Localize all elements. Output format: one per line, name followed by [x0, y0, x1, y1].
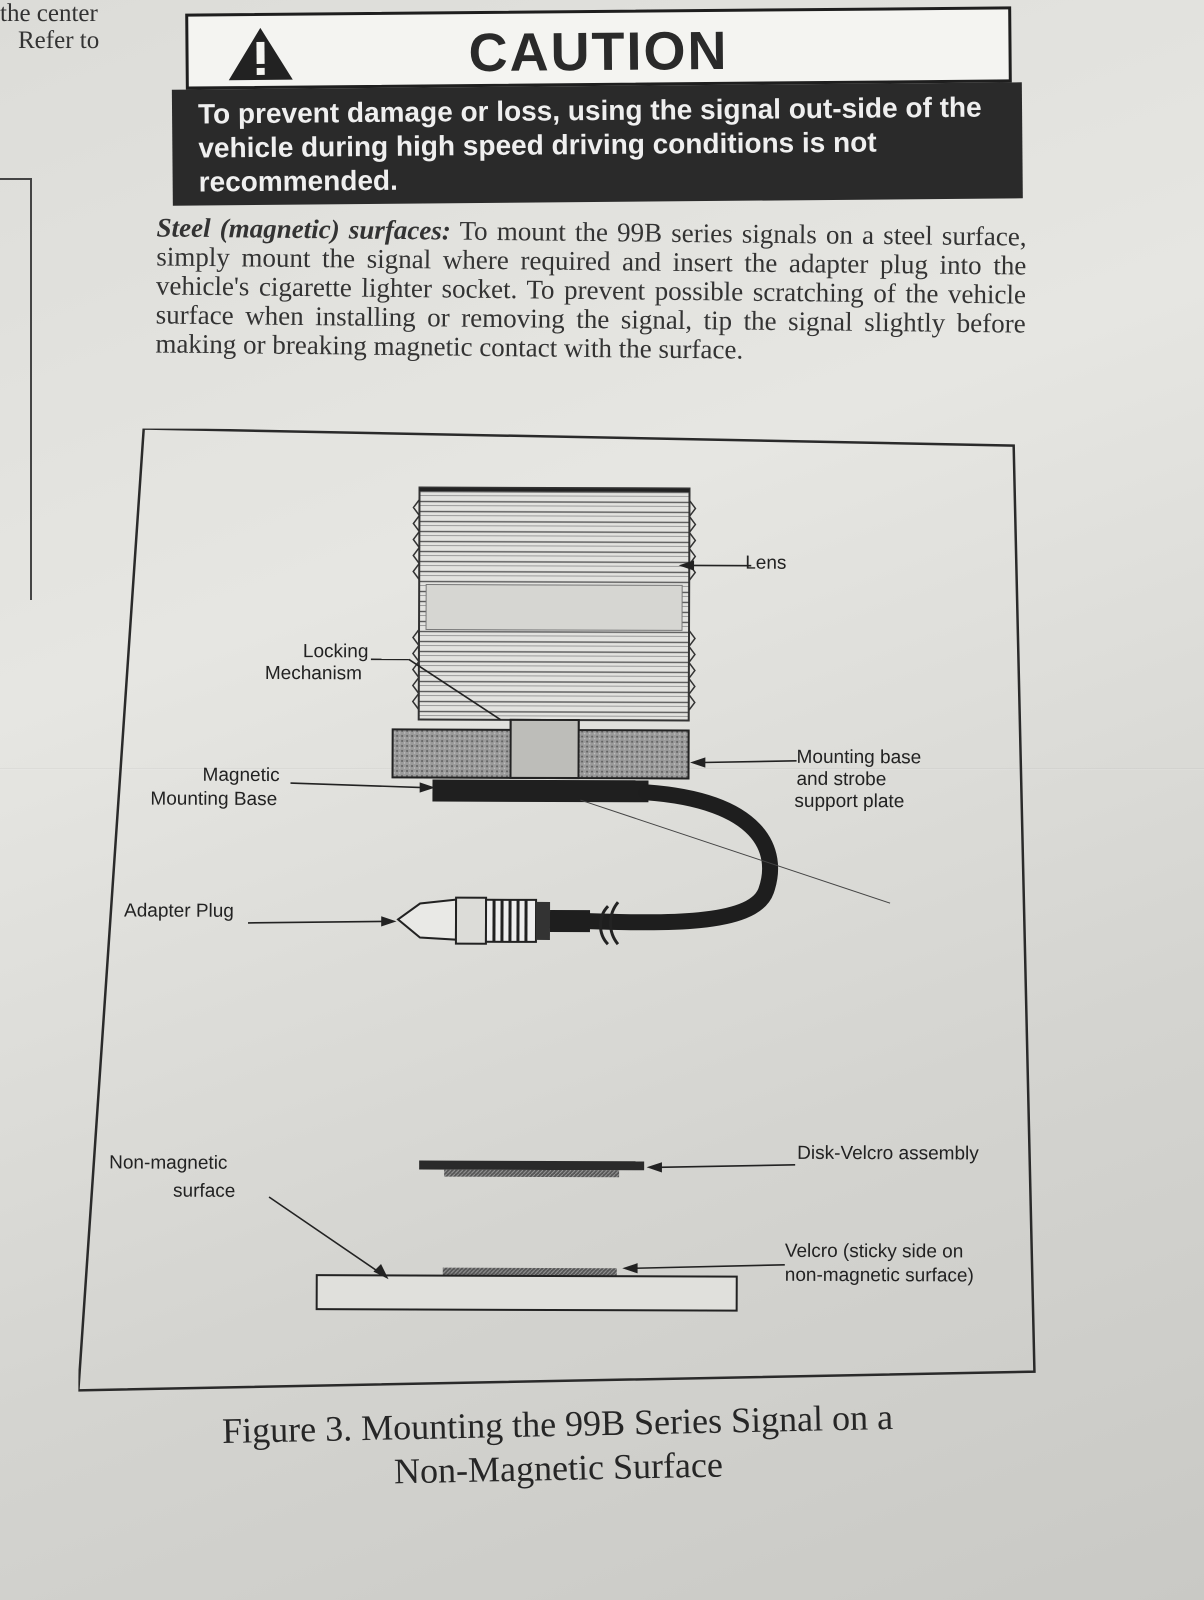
velcro-strip-shape: [442, 1267, 617, 1277]
magnetic-base-label-2: Mounting Base: [150, 788, 278, 811]
velcro-label-2: non-magnetic surface): [784, 1264, 974, 1287]
adapter-plug-label: Adapter Plug: [124, 900, 234, 922]
caution-text: To prevent damage or loss, using the sig…: [171, 82, 1023, 206]
locking-mechanism-label-1: Locking: [302, 641, 369, 663]
previous-column-text: the center Refer to: [0, 0, 99, 54]
adapter-plug-shape: [396, 896, 591, 945]
disk-velcro-label: Disk-Velcro assembly: [797, 1142, 979, 1165]
non-magnetic-surface-label-2: surface: [173, 1180, 236, 1202]
warning-triangle-icon: [228, 27, 293, 81]
locking-mechanism-label-2: Mechanism: [264, 662, 363, 685]
paragraph-lead: Steel (magnetic) surfaces:: [156, 212, 452, 246]
lens-shape: [411, 486, 697, 722]
magnetic-base-shape: [432, 779, 649, 803]
caution-title: CAUTION: [468, 20, 729, 84]
disk-velcro-shape: [419, 1160, 645, 1171]
mounting-base-label-1: Mounting base: [796, 746, 922, 769]
lens-label: Lens: [745, 552, 787, 574]
caution-box: CAUTION To prevent damage or loss, using…: [171, 6, 1023, 206]
figure-caption: Figure 3. Mounting the 99B Series Signal…: [177, 1394, 939, 1498]
previous-column-box: [0, 178, 32, 600]
figure-frame: [78, 428, 1036, 1392]
non-magnetic-surface-shape: [315, 1274, 738, 1312]
velcro-label-1: Velcro (sticky side on: [784, 1240, 964, 1263]
previous-column-line-1: the center: [0, 0, 98, 27]
mounting-base-label-2: and strobe: [796, 768, 887, 791]
previous-column-line-2: Refer to: [18, 27, 100, 54]
caution-header: CAUTION: [185, 6, 1012, 90]
non-magnetic-surface-label-1: Non-magnetic: [109, 1152, 228, 1174]
steel-surfaces-paragraph: Steel (magnetic) surfaces: To mount the …: [155, 212, 1026, 367]
figure-3: Lens Locking Mechanism Mounting base and…: [78, 428, 1041, 1416]
magnetic-base-label-1: Magnetic: [202, 764, 280, 787]
power-cord: [542, 784, 779, 931]
figure-drawing: [78, 428, 1036, 1392]
mounting-base-label-3: support plate: [794, 790, 905, 813]
